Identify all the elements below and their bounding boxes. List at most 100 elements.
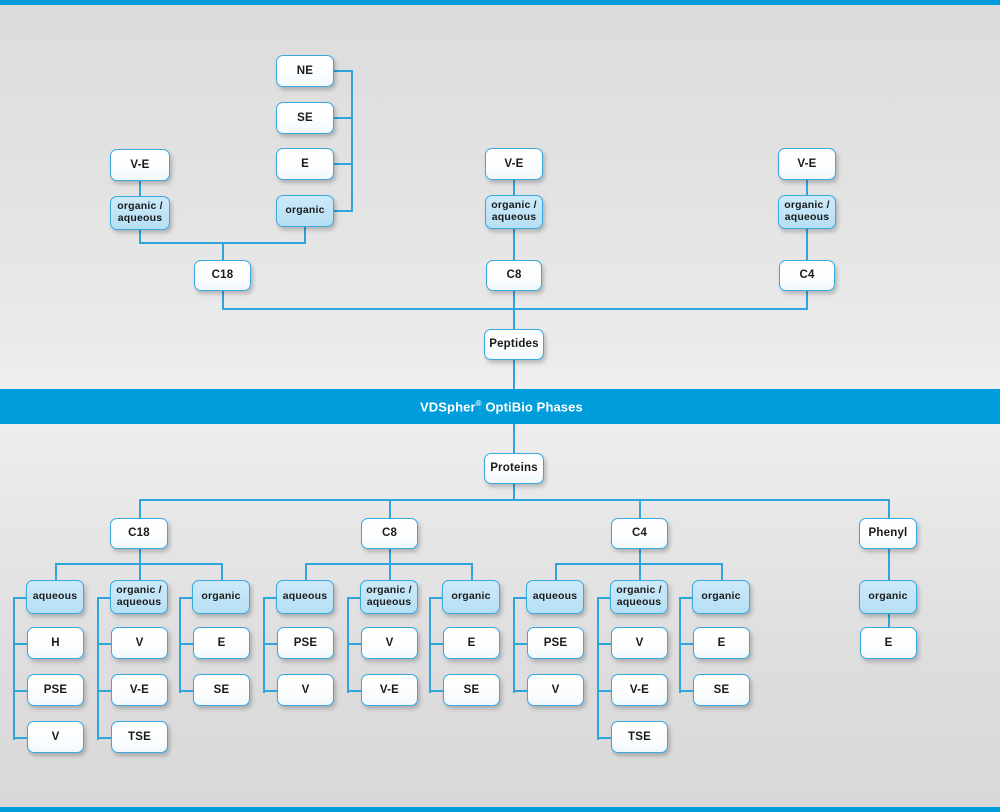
peptide-phase-c18[interactable]: C18 [194,260,251,291]
connector-organic-down-c18 [304,227,306,243]
protein-c8-oa-product-v[interactable]: V [361,627,418,659]
peptide-c18-organic-product-e[interactable]: E [276,148,334,180]
protein-c4-oa-product-v[interactable]: V [611,627,668,659]
connector-c4-oa-down [806,229,808,260]
connector-bar-to-pro-c8 [389,499,391,518]
connector-c18-to-organic [221,563,223,580]
connector-c8-ve-to-oa [513,180,515,195]
protein-c8-organic-product-se[interactable]: SE [443,674,500,706]
peptides-root[interactable]: Peptides [484,329,544,360]
top-rule [0,0,1000,5]
protein-c4-aqueous-product-pse[interactable]: PSE [527,627,584,659]
protein-c18-mode-organic[interactable]: organic [192,580,250,614]
connector-c4-organic-p2 [679,690,694,692]
protein-c4-oa-product-tse[interactable]: TSE [611,721,668,753]
peptide-c18-organic-product-se[interactable]: SE [276,102,334,134]
connector-c8-aqueous-p2 [263,690,278,692]
connector-oa-down-c18 [139,230,141,243]
protein-c18-aqueous-product-v[interactable]: V [27,721,84,753]
protein-c8-oa-product-ve[interactable]: V-E [361,674,418,706]
connector-c8-organic-p1 [429,643,444,645]
protein-phenyl-mode-organic[interactable]: organic [859,580,917,614]
protein-c18-aqueous-product-pse[interactable]: PSE [27,674,84,706]
protein-c4-oa-product-ve[interactable]: V-E [611,674,668,706]
protein-c4-aqueous-product-v[interactable]: V [527,674,584,706]
protein-c18-oa-product-tse[interactable]: TSE [111,721,168,753]
connector-c4-to-oa [639,563,641,580]
protein-phase-c18[interactable]: C18 [110,518,168,549]
bottom-rule [0,807,1000,812]
connector-c4-aqueous-p1 [513,643,528,645]
connector-c18-aqueous-p2 [13,690,28,692]
connector-c8-aqueous-p1 [263,643,278,645]
protein-phase-c4[interactable]: C4 [611,518,668,549]
bus-c4-aqueous [513,597,515,693]
connector-c4-organic-p1 [679,643,694,645]
protein-c8-aqueous-product-v[interactable]: V [277,674,334,706]
peptide-c8-mode-organic-aqueous[interactable]: organic /aqueous [485,195,543,229]
connector-organic-right [334,210,353,212]
protein-phase-phenyl[interactable]: Phenyl [859,518,917,549]
connector-c4-aqueous-p2 [513,690,528,692]
connector-bus-peptide-c18-organic [351,70,353,212]
connector-c8-to-oa [389,563,391,580]
protein-c8-aqueous-product-pse[interactable]: PSE [277,627,334,659]
protein-c4-organic-product-se[interactable]: SE [693,674,750,706]
connector-banner-to-proteins [513,424,515,453]
protein-c4-mode-organic-aqueous[interactable]: organic /aqueous [610,580,668,614]
connector-peptides-to-banner [513,360,515,390]
bus-c18-oa [97,597,99,740]
connector-c4-oa-p2 [597,690,612,692]
connector-c4-aqueous-mode [513,597,528,599]
connector-se-right [334,117,353,119]
connector-c18-aqueous-p1 [13,643,28,645]
peptide-phase-c4[interactable]: C4 [779,260,835,291]
connector-c8-to-organic [471,563,473,580]
bus-c18-organic [179,597,181,693]
protein-c18-mode-aqueous[interactable]: aqueous [26,580,84,614]
connector-c18-oa-p3 [97,737,112,739]
mode-label: organic /aqueous [116,584,162,608]
connector-c4-to-aqueous [555,563,557,580]
connector-c18-stem [222,242,224,260]
protein-c4-mode-organic[interactable]: organic [692,580,750,614]
protein-c4-mode-aqueous[interactable]: aqueous [526,580,584,614]
connector-pro-c18-stem [139,549,141,564]
section-banner: VDSpher® OptiBio Phases [0,389,1000,424]
protein-c18-organic-product-e[interactable]: E [193,627,250,659]
connector-e-right [334,163,353,165]
protein-c8-organic-product-e[interactable]: E [443,627,500,659]
connector-c18-aqueous-p3 [13,737,28,739]
connector-ne-right [334,70,353,72]
protein-c4-organic-product-e[interactable]: E [693,627,750,659]
peptide-c18-mode-organic[interactable]: organic [276,195,334,227]
protein-phase-c8[interactable]: C8 [361,518,418,549]
protein-c8-mode-organic[interactable]: organic [442,580,500,614]
bus-c4-organic [679,597,681,693]
protein-c18-organic-product-se[interactable]: SE [193,674,250,706]
protein-c18-mode-organic-aqueous[interactable]: organic /aqueous [110,580,168,614]
protein-c18-oa-product-v[interactable]: V [111,627,168,659]
protein-c8-mode-aqueous[interactable]: aqueous [276,580,334,614]
peptide-c4-mode-organic-aqueous[interactable]: organic /aqueous [778,195,836,229]
connector-c18-oa-mode [97,597,112,599]
connector-c18-to-oa [139,563,141,580]
connector-c4-oa-mode [597,597,612,599]
protein-phenyl-organic-product-e[interactable]: E [860,627,917,659]
peptide-c18-mode-organic-aqueous[interactable]: organic /aqueous [110,196,170,230]
protein-c18-aqueous-product-h[interactable]: H [27,627,84,659]
protein-c8-mode-organic-aqueous[interactable]: organic /aqueous [360,580,418,614]
mode-label: organic /aqueous [366,584,412,608]
peptide-c18-organic-aqueous-product-ve[interactable]: V-E [110,149,170,181]
peptide-c4-organic-aqueous-product-ve[interactable]: V-E [778,148,836,180]
connector-c8-oa-p1 [347,643,362,645]
connector-c4-organic-mode [679,597,694,599]
protein-c18-oa-product-ve[interactable]: V-E [111,674,168,706]
connector-bar-to-pro-c18 [139,499,141,518]
connector-c18-organic-p2 [179,690,194,692]
connector-c18-aqueous-mode [13,597,28,599]
peptide-c8-organic-aqueous-product-ve[interactable]: V-E [485,148,543,180]
peptide-phase-c8[interactable]: C8 [486,260,542,291]
proteins-root[interactable]: Proteins [484,453,544,484]
peptide-c18-organic-product-ne[interactable]: NE [276,55,334,87]
